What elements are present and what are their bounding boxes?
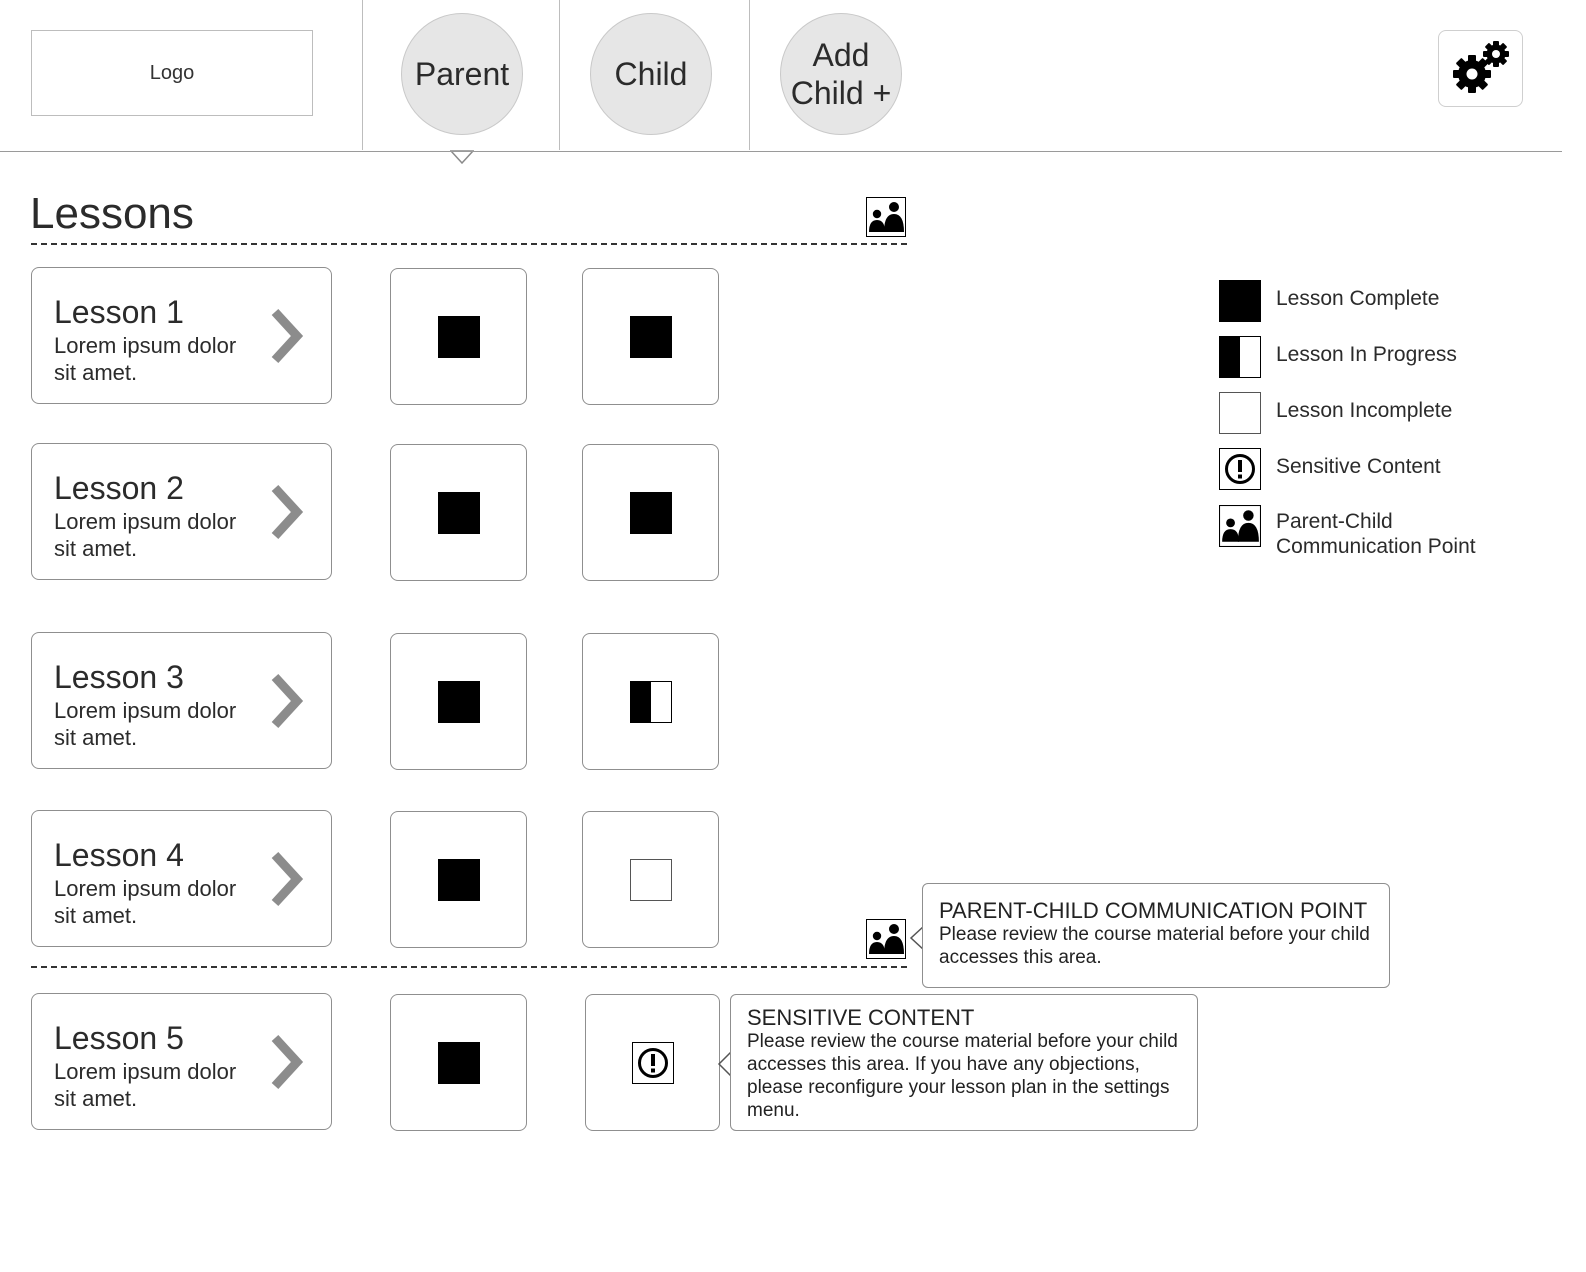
lesson-complete-icon xyxy=(629,491,672,534)
lesson-complete-icon xyxy=(437,858,480,901)
lesson-complete-icon xyxy=(629,315,672,358)
sensitive-content-callout: SENSITIVE CONTENT Please review the cour… xyxy=(730,994,1198,1131)
parent-child-icon xyxy=(1219,505,1261,547)
child-status-cell xyxy=(582,444,719,581)
lesson-title: Lesson 1 xyxy=(54,294,184,330)
lesson-card[interactable]: Lesson 1 Lorem ipsum dolor sit amet. xyxy=(31,267,332,404)
lesson-title: Lesson 5 xyxy=(54,1020,184,1056)
child-status-cell xyxy=(582,811,719,948)
lesson-complete-icon xyxy=(437,680,480,723)
tab-child[interactable]: Child xyxy=(590,13,712,135)
legend-label: Lesson Complete xyxy=(1276,287,1440,310)
header-divider xyxy=(362,0,363,150)
child-status-cell xyxy=(582,268,719,405)
gears-icon xyxy=(1452,40,1509,93)
header-divider xyxy=(559,0,560,150)
sensitive-content-icon xyxy=(631,1041,674,1084)
lesson-description: Lorem ipsum dolor sit amet. xyxy=(54,1059,237,1111)
parent-child-icon[interactable] xyxy=(866,919,906,959)
section-divider xyxy=(31,966,907,968)
child-status-cell xyxy=(585,994,720,1131)
chevron-right-icon xyxy=(271,308,304,364)
legend-label: Lesson In Progress xyxy=(1276,343,1457,366)
parent-status-cell xyxy=(390,444,527,581)
active-tab-caret-icon xyxy=(450,150,474,164)
lesson-card[interactable]: Lesson 5 Lorem ipsum dolor sit amet. xyxy=(31,993,332,1130)
lesson-complete-icon xyxy=(437,315,480,358)
legend-label: Parent-Child Communication Point xyxy=(1276,510,1476,558)
chevron-right-icon xyxy=(271,673,304,729)
lesson-card[interactable]: Lesson 4 Lorem ipsum dolor sit amet. xyxy=(31,810,332,947)
lesson-complete-icon xyxy=(437,1041,480,1084)
lesson-title: Lesson 3 xyxy=(54,659,184,695)
chevron-right-icon xyxy=(271,851,304,907)
parent-status-cell xyxy=(390,994,527,1131)
legend-item: Lesson Complete xyxy=(1219,280,1439,322)
header-rule xyxy=(0,151,1562,152)
callout-body: Please review the course material before… xyxy=(747,1031,1178,1121)
add-child-label: Add Child + xyxy=(790,37,892,111)
lesson-incomplete-icon xyxy=(1219,392,1261,434)
communication-callout: PARENT-CHILD COMMUNICATION POINT Please … xyxy=(922,883,1390,988)
callout-body: Please review the course material before… xyxy=(939,924,1370,968)
settings-button[interactable] xyxy=(1438,30,1523,107)
legend-label: Lesson Incomplete xyxy=(1276,399,1453,422)
chevron-right-icon xyxy=(271,1034,304,1090)
lesson-card[interactable]: Lesson 2 Lorem ipsum dolor sit amet. xyxy=(31,443,332,580)
legend-item: Lesson Incomplete xyxy=(1219,392,1452,434)
parent-status-cell xyxy=(390,268,527,405)
tab-child-label: Child xyxy=(614,56,688,92)
add-child-button[interactable]: Add Child + xyxy=(780,13,902,135)
legend-label: Sensitive Content xyxy=(1276,455,1441,478)
section-divider xyxy=(31,243,907,245)
tab-parent-label: Parent xyxy=(414,56,510,92)
header-divider xyxy=(749,0,750,150)
callout-title: PARENT-CHILD COMMUNICATION POINT xyxy=(939,898,1368,923)
legend-item: Parent-Child Communication Point xyxy=(1219,505,1496,559)
lesson-card[interactable]: Lesson 3 Lorem ipsum dolor sit amet. xyxy=(31,632,332,769)
lesson-title: Lesson 4 xyxy=(54,837,184,873)
lesson-complete-icon xyxy=(1219,280,1261,322)
legend-item: Lesson In Progress xyxy=(1219,336,1457,378)
tab-parent[interactable]: Parent xyxy=(401,13,523,135)
lesson-description: Lorem ipsum dolor sit amet. xyxy=(54,698,237,750)
parent-status-cell xyxy=(390,811,527,948)
parent-status-cell xyxy=(390,633,527,770)
child-status-cell xyxy=(582,633,719,770)
legend-item: Sensitive Content xyxy=(1219,448,1441,490)
logo-text: Logo xyxy=(149,61,195,84)
chevron-right-icon xyxy=(271,484,304,540)
callout-title: SENSITIVE CONTENT xyxy=(747,1005,975,1030)
lesson-title: Lesson 2 xyxy=(54,470,184,506)
logo: Logo xyxy=(31,30,313,116)
parent-child-icon[interactable] xyxy=(866,197,906,237)
lesson-in-progress-icon xyxy=(629,680,672,723)
lesson-description: Lorem ipsum dolor sit amet. xyxy=(54,876,237,928)
sensitive-content-icon xyxy=(1219,448,1261,490)
lesson-description: Lorem ipsum dolor sit amet. xyxy=(54,333,237,385)
page-title: Lessons xyxy=(30,189,194,238)
lesson-incomplete-icon xyxy=(629,858,672,901)
lesson-complete-icon xyxy=(437,491,480,534)
lesson-description: Lorem ipsum dolor sit amet. xyxy=(54,509,237,561)
lesson-in-progress-icon xyxy=(1219,336,1261,378)
